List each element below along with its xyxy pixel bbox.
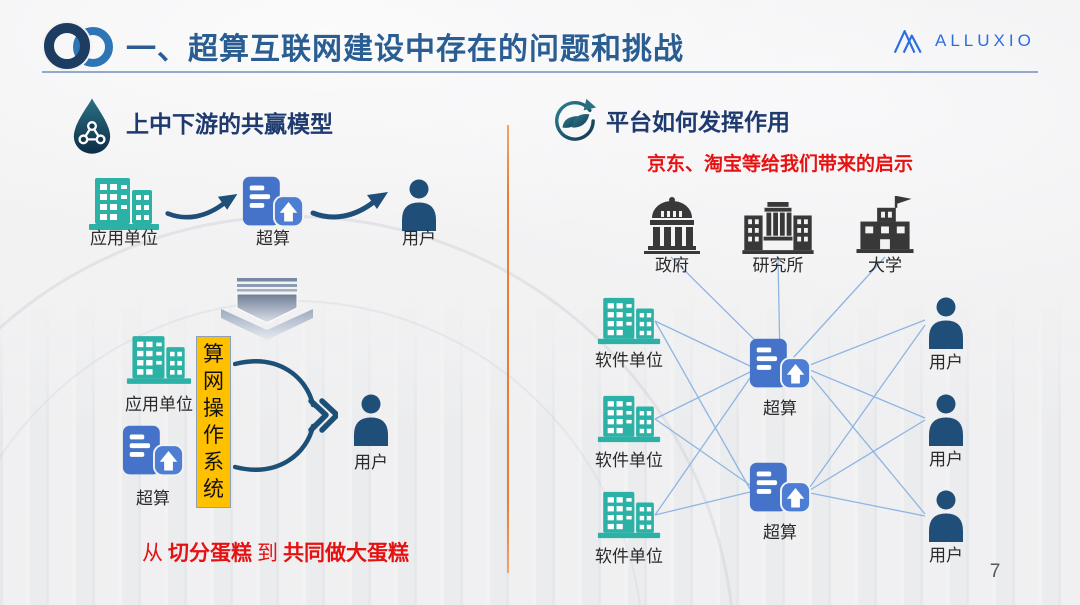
user-label: 用户 (354, 453, 388, 472)
user-label: 用户 (929, 450, 963, 469)
ring-icon-dark (44, 23, 90, 69)
supercomputer-label: 超算 (256, 229, 290, 248)
page-number: 7 (989, 561, 1001, 582)
software-unit-building-icon (597, 393, 661, 445)
user-label: 用户 (929, 353, 963, 372)
supercomputer-building-icon (747, 461, 813, 517)
supercomputer-label: 超算 (136, 489, 170, 508)
app-unit-building-icon (88, 177, 160, 231)
network-lines (654, 256, 926, 517)
supercomputer-building-icon (747, 337, 813, 393)
user-person-icon (350, 394, 392, 446)
page-title: 一、超算互联网建设中存在的问题和挑战 (126, 33, 684, 66)
software-unit-building-icon (597, 489, 661, 541)
app-unit-building-icon (126, 335, 192, 385)
flow-arrow-icon (308, 186, 394, 226)
droplet-network-icon (70, 97, 114, 155)
government-building-icon (639, 196, 705, 254)
down-chevron-arrow-icon (208, 278, 326, 342)
title-underline (42, 71, 1038, 73)
user-person-icon (925, 490, 967, 542)
slogan-from: 从 (142, 542, 163, 565)
cake-slogan: 从切分蛋糕到共同做大蛋糕 (118, 537, 438, 567)
right-subtitle: 京东、淘宝等给我们带来的启示 (646, 154, 913, 175)
flow-arrow-icon (164, 188, 242, 226)
alluxio-logo-text: ALLUXIO (935, 31, 1035, 50)
supercomputer-building-icon (120, 424, 186, 480)
app-unit-label: 应用单位 (90, 229, 158, 248)
supercomputer-label: 超算 (763, 399, 797, 418)
research-institute-label: 研究所 (752, 256, 804, 275)
software-unit-label: 软件单位 (595, 351, 663, 370)
user-label: 用户 (402, 229, 436, 248)
research-institute-icon (741, 202, 815, 254)
app-unit-label: 应用单位 (125, 395, 193, 414)
university-building-icon (853, 195, 917, 254)
alluxio-mountain-icon (893, 27, 927, 55)
supercomputer-building-icon (240, 175, 306, 231)
government-label: 政府 (655, 256, 689, 275)
user-label: 用户 (929, 546, 963, 565)
left-section-title: 上中下游的共赢模型 (126, 111, 333, 137)
alluxio-logo: ALLUXIO (893, 27, 1035, 55)
user-person-icon (398, 179, 440, 231)
slogan-grow-cake: 共同做大蛋糕 (283, 542, 409, 565)
os-box: 算网操作系统 (196, 336, 231, 508)
software-unit-building-icon (597, 295, 661, 347)
software-unit-label: 软件单位 (595, 451, 663, 470)
supercomputer-label: 超算 (763, 523, 797, 542)
software-unit-label: 软件单位 (595, 547, 663, 566)
right-section-title: 平台如何发挥作用 (606, 109, 790, 135)
panel-divider (507, 125, 509, 573)
title-rings-icon (44, 23, 122, 71)
eco-platform-icon (551, 96, 597, 142)
slogan-to: 到 (257, 542, 278, 565)
slogan-cut-cake: 切分蛋糕 (168, 542, 252, 565)
user-person-icon (925, 297, 967, 349)
user-person-icon (925, 394, 967, 446)
converging-arrows-icon (233, 348, 338, 483)
university-label: 大学 (868, 256, 902, 275)
